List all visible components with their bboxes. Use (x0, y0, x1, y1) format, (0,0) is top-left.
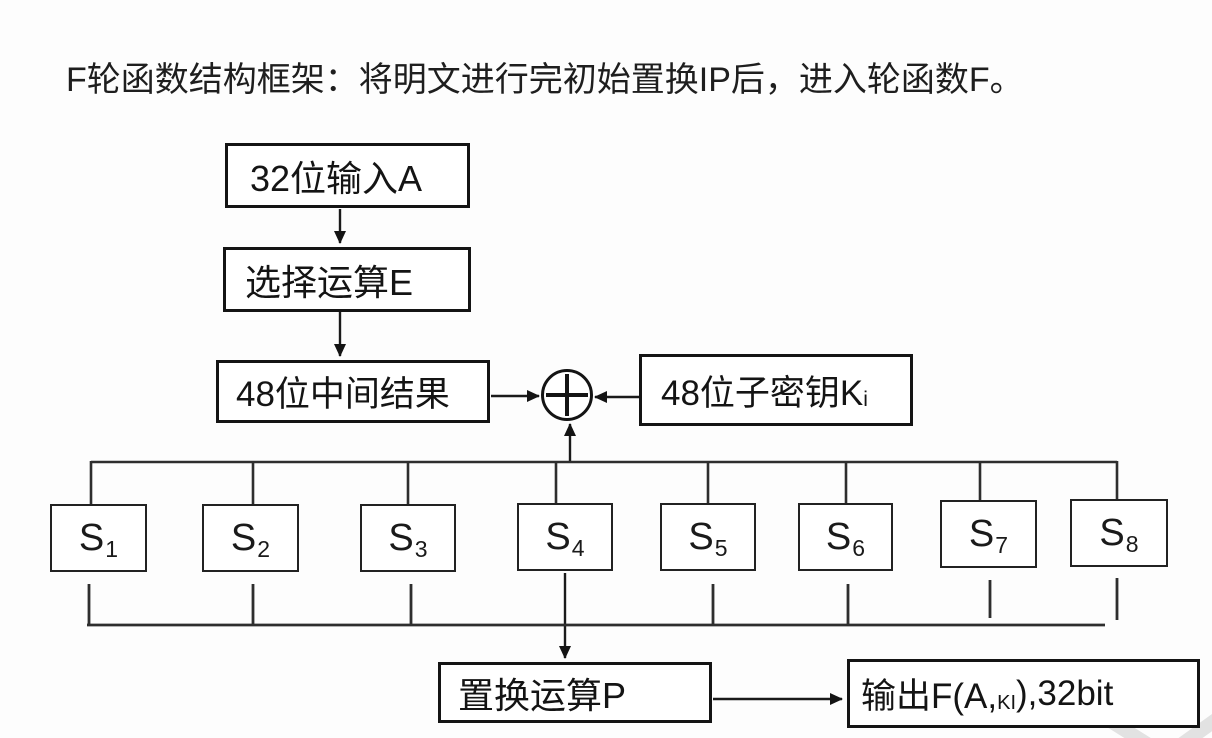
sbox-s3-label: S (388, 516, 414, 559)
node-subkey-subscript: i (863, 388, 868, 411)
diagram-title: F轮函数结构框架：将明文进行完初始置换IP后，进入轮函数F。 (66, 61, 1024, 99)
sbox-s2-subscript: 2 (257, 535, 271, 562)
sbox-s7-subscript: 7 (995, 531, 1009, 558)
sbox-s5-subscript: 5 (714, 534, 728, 561)
sbox-s2-label: S (230, 516, 257, 559)
node-permutation-p-label: 置换运算P (458, 674, 627, 716)
sbox-s6-subscript: 6 (852, 534, 866, 561)
sbox-s3-subscript: 3 (414, 535, 428, 562)
node-output-label-pre: 输出F(A, (861, 677, 998, 716)
sbox-s1-label: S (78, 516, 105, 559)
node-output: 输出F(A,KI),32bit (847, 659, 1200, 728)
node-output-subscript: KI (997, 692, 1017, 714)
sbox-s7-label: S (968, 512, 995, 555)
sbox-s6-label: S (825, 515, 852, 558)
node-subkey-label: 48位子密钥K (661, 373, 864, 413)
distribution-rail (89, 460, 1119, 504)
node-input-a: 32位输入A (225, 143, 470, 208)
node-output-label-post: ),32bit (1016, 673, 1114, 713)
sbox-s4-subscript: 4 (571, 534, 585, 561)
sbox-s4-label: S (545, 515, 571, 558)
node-select-e-label: 选择运算E (245, 261, 414, 303)
node-intermediate-label: 48位中间结果 (236, 375, 450, 414)
sbox-s8-subscript: 8 (1125, 530, 1139, 557)
sbox-s1-subscript: 1 (105, 535, 119, 562)
node-intermediate: 48位中间结果 (216, 360, 490, 423)
xor-icon (541, 369, 593, 421)
collection-rail (87, 578, 1119, 627)
node-permutation-p: 置换运算P (438, 662, 712, 723)
node-input-a-label: 32位输入A (250, 157, 423, 199)
sbox-s5-label: S (688, 515, 714, 558)
node-select-e: 选择运算E (223, 247, 471, 312)
sbox-s8-label: S (1099, 511, 1125, 554)
